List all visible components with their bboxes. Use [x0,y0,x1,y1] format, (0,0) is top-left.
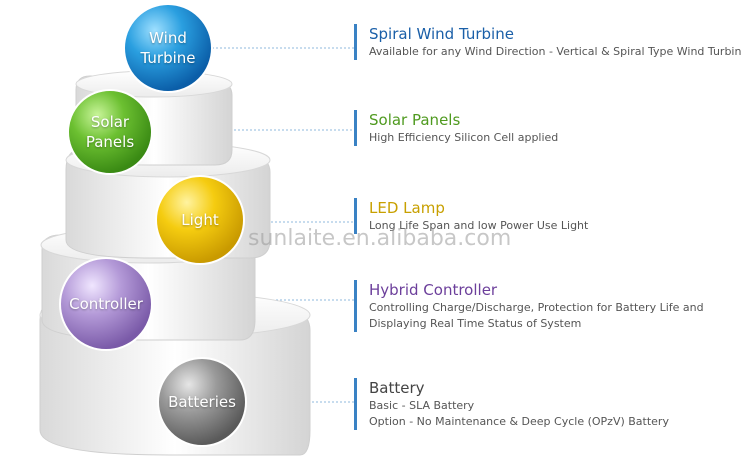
feature-desc-controller-line2: Displaying Real Time Status of System [369,317,582,330]
feature-title-solar: Solar Panels [369,111,461,129]
orb-label-solar-line2: Panels [85,133,135,151]
feature-solar-panels: Solar Panels High Efficiency Silicon Cel… [354,110,558,146]
orb-label-wind-line1: Wind [149,29,187,47]
orb-label-batteries-line1: Batteries [168,393,236,411]
feature-desc-battery-line2: Option - No Maintenance & Deep Cycle (OP… [369,415,669,428]
orb-label-controller: Controller [69,294,143,314]
feature-title-controller: Hybrid Controller [369,281,498,299]
feature-desc-solar-line1: High Efficiency Silicon Cell applied [369,131,559,144]
feature-title-light: LED Lamp [369,199,445,217]
feature-battery: Battery Basic - SLA Battery Option - No … [354,378,669,430]
orb-solar-panels [67,89,153,175]
feature-desc-wind-line1: Available for any Wind Direction - Verti… [369,45,742,58]
orb-light [155,175,245,265]
orb-label-controller-line1: Controller [69,295,143,313]
feature-led-lamp: LED Lamp Long Life Span and low Power Us… [354,198,588,234]
feature-desc-controller-line1: Controlling Charge/Discharge, Protection… [369,301,704,314]
orb-label-light-line1: Light [181,211,219,229]
feature-desc-battery-line1: Basic - SLA Battery [369,399,475,412]
watermark: sunlaite.en.alibaba.com [248,226,512,251]
feature-title-wind: Spiral Wind Turbine [369,25,514,43]
feature-title-battery: Battery [369,379,425,397]
orb-label-solar-line1: Solar [90,113,130,131]
orb-label-wind: Wind Turbine [141,28,196,68]
feature-wind-turbine: Spiral Wind Turbine Available for any Wi… [354,24,741,60]
orb-label-light: Light [181,210,218,230]
orb-label-wind-line2: Turbine [140,49,196,67]
orb-batteries [157,357,247,447]
feature-hybrid-controller: Hybrid Controller Controlling Charge/Dis… [354,280,704,332]
feature-desc-light-line1: Long Life Span and low Power Use Light [369,219,589,232]
orb-label-batteries: Batteries [168,392,236,412]
orb-controller [59,257,153,351]
orb-label-solar: Solar Panels [86,112,134,152]
component-orbs [59,3,247,447]
orb-wind-turbine [123,3,213,93]
